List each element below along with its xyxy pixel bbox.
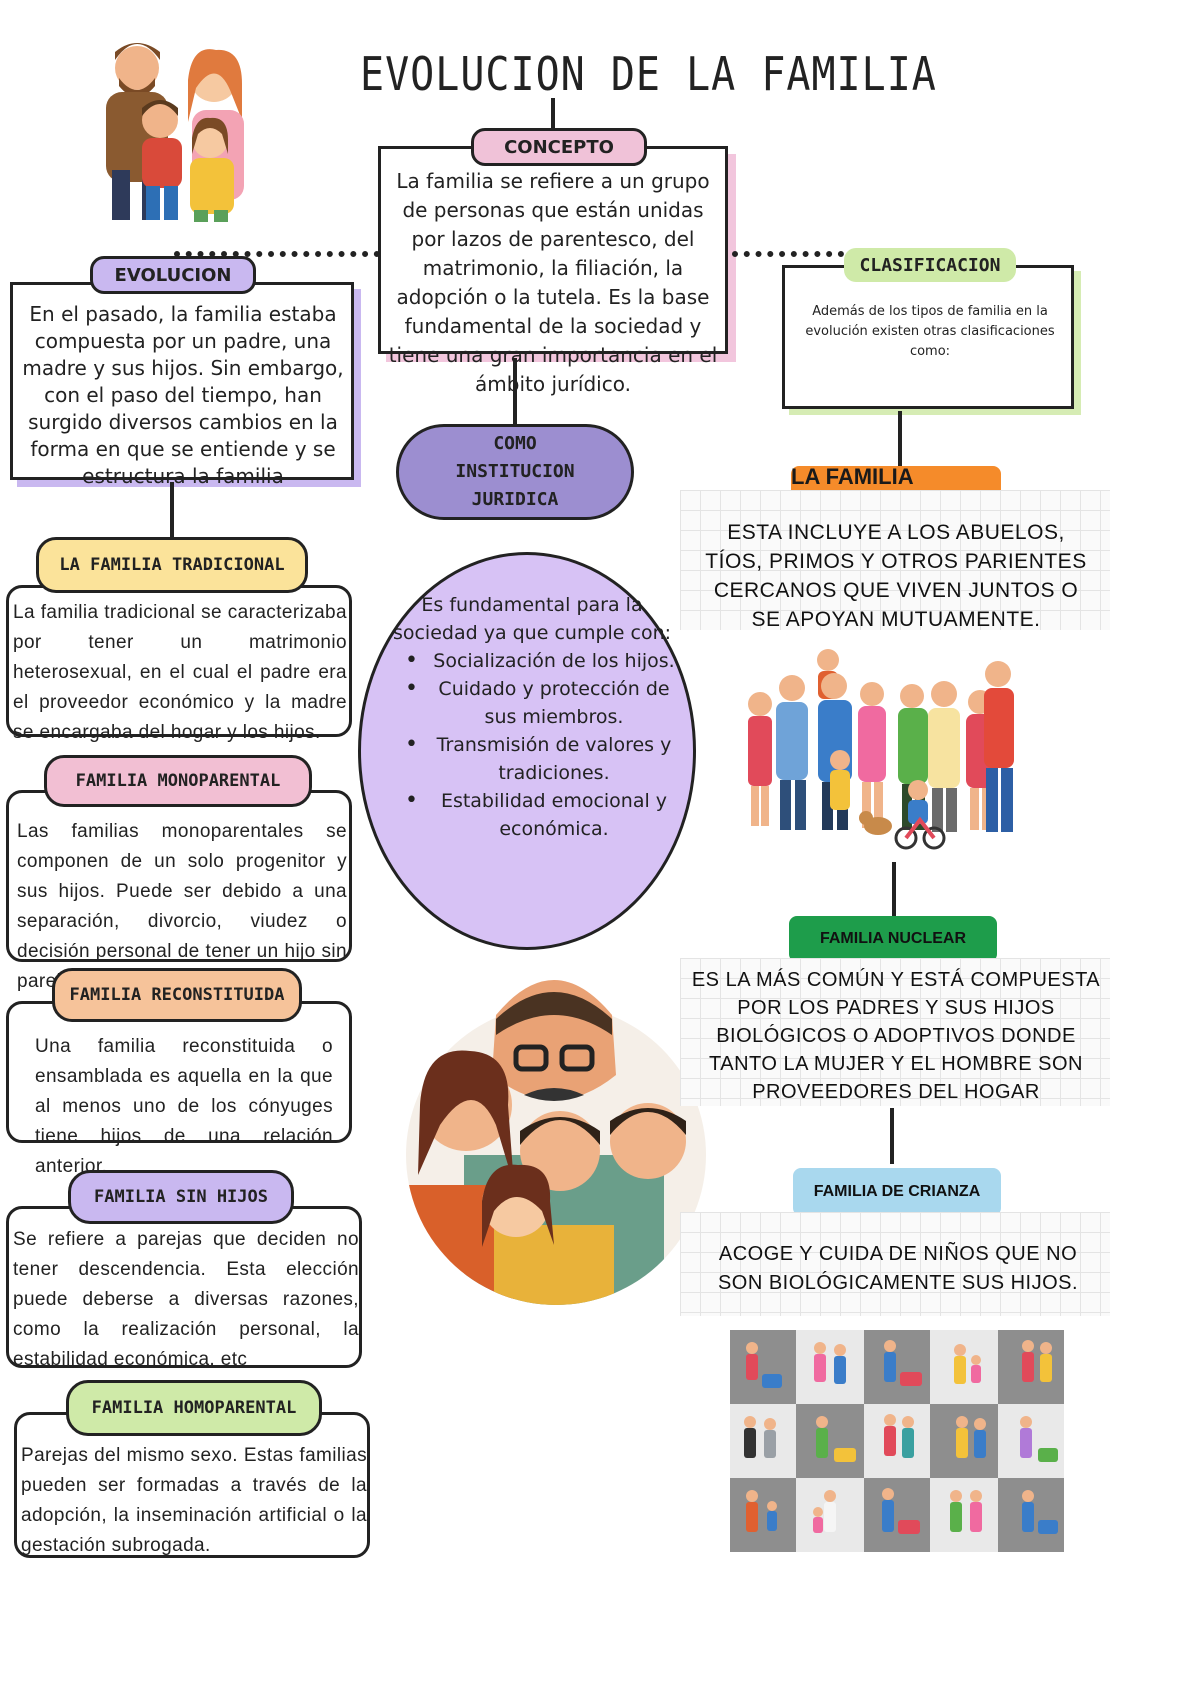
nuclear-text: ES LA MÁS COMÚN Y ESTÁ COMPUESTA POR LOS… — [691, 969, 1101, 1103]
clasificacion-tag: CLASIFICACION — [844, 248, 1016, 282]
institucion-item: Cuidado y protección de sus miembros. — [397, 675, 677, 731]
clasificacion-box: Además de los tipos de familia en la evo… — [782, 265, 1074, 409]
concepto-tag: CONCEPTO — [471, 128, 647, 166]
reconstituida-text: Una familia reconstituida o ensamblada e… — [35, 1036, 333, 1177]
nuclear-panel: ES LA MÁS COMÚN Y ESTÁ COMPUESTA POR LOS… — [680, 958, 1110, 1106]
connector-clasificacion — [732, 251, 844, 257]
tradicional-tag: LA FAMILIA TRADICIONAL — [36, 537, 308, 593]
tradicional-box: La familia tradicional se caracterizaba … — [6, 585, 352, 743]
crianza-tag: FAMILIA DE CRIANZA — [793, 1168, 1001, 1216]
evolucion-box: En el pasado, la familia estaba compuest… — [10, 282, 354, 488]
evolucion-text: En el pasado, la familia estaba compuest… — [22, 302, 344, 488]
crianza-panel: ACOGE Y CUIDA DE NIÑOS QUE NO SON BIOLÓG… — [680, 1212, 1110, 1316]
connector-clasificacion-types — [898, 411, 902, 477]
extended-family-icon — [748, 649, 1014, 850]
nuclear-tag: FAMILIA NUCLEAR — [789, 916, 997, 962]
institucion-list: Socialización de los hijos. Cuidado y pr… — [397, 647, 677, 843]
evolucion-tag: EVOLUCION — [90, 256, 256, 294]
clasificacion-text: Además de los tipos de familia en la evo… — [805, 304, 1055, 359]
connector-crianza — [890, 1108, 894, 1164]
homoparental-tag: FAMILIA HOMOPARENTAL — [66, 1380, 322, 1436]
tradicional-text: La familia tradicional se caracterizaba … — [13, 602, 347, 743]
sin-hijos-text: Se refiere a parejas que deciden no tene… — [13, 1229, 359, 1370]
page-title: EVOLUCION DE LA FAMILIA — [360, 48, 937, 102]
connector-institucion — [513, 358, 517, 424]
connector-title — [551, 98, 555, 132]
monoparental-text: Las familias monoparentales se componen … — [17, 821, 347, 992]
connector-nuclear — [892, 862, 896, 918]
monoparental-tag: FAMILIA MONOPARENTAL — [44, 755, 312, 807]
institucion-intro: Es fundamental para la sociedad ya que c… — [392, 594, 672, 644]
family-grid-icon — [730, 1330, 1064, 1552]
extensa-panel: ESTA INCLUYE A LOS ABUELOS, TÍOS, PRIMOS… — [680, 490, 1110, 631]
sin-hijos-box: Se refiere a parejas que deciden no tene… — [6, 1206, 362, 1370]
cartoon-family-portrait-icon — [406, 980, 706, 1305]
connector-evolucion-types — [170, 482, 174, 542]
institucion-oval: Es fundamental para la sociedad ya que c… — [358, 552, 696, 950]
connector-evolucion — [174, 251, 380, 257]
institucion-item: Estabilidad emocional y económica. — [397, 787, 677, 843]
institucion-item: Transmisión de valores y tradiciones. — [397, 731, 677, 787]
sin-hijos-tag: FAMILIA SIN HIJOS — [68, 1170, 294, 1224]
extensa-text: ESTA INCLUYE A LOS ABUELOS, TÍOS, PRIMOS… — [705, 521, 1087, 631]
reconstituida-tag: FAMILIA RECONSTITUIDA — [52, 968, 302, 1022]
institucion-pill: COMO INSTITUCION JURIDICA — [396, 424, 634, 520]
family-cartoon-icon — [106, 43, 244, 222]
monoparental-box: Las familias monoparentales se componen … — [6, 790, 352, 992]
concepto-text: La familia se refiere a un grupo de pers… — [388, 169, 718, 396]
institucion-item: Socialización de los hijos. — [397, 647, 677, 675]
concepto-box: La familia se refiere a un grupo de pers… — [378, 146, 728, 396]
homoparental-box: Parejas del mismo sexo. Estas familias p… — [14, 1412, 370, 1558]
homoparental-text: Parejas del mismo sexo. Estas familias p… — [21, 1445, 367, 1556]
reconstituida-box: Una familia reconstituida o ensamblada e… — [6, 1001, 352, 1177]
crianza-text: ACOGE Y CUIDA DE NIÑOS QUE NO SON BIOLÓG… — [717, 1243, 1079, 1294]
